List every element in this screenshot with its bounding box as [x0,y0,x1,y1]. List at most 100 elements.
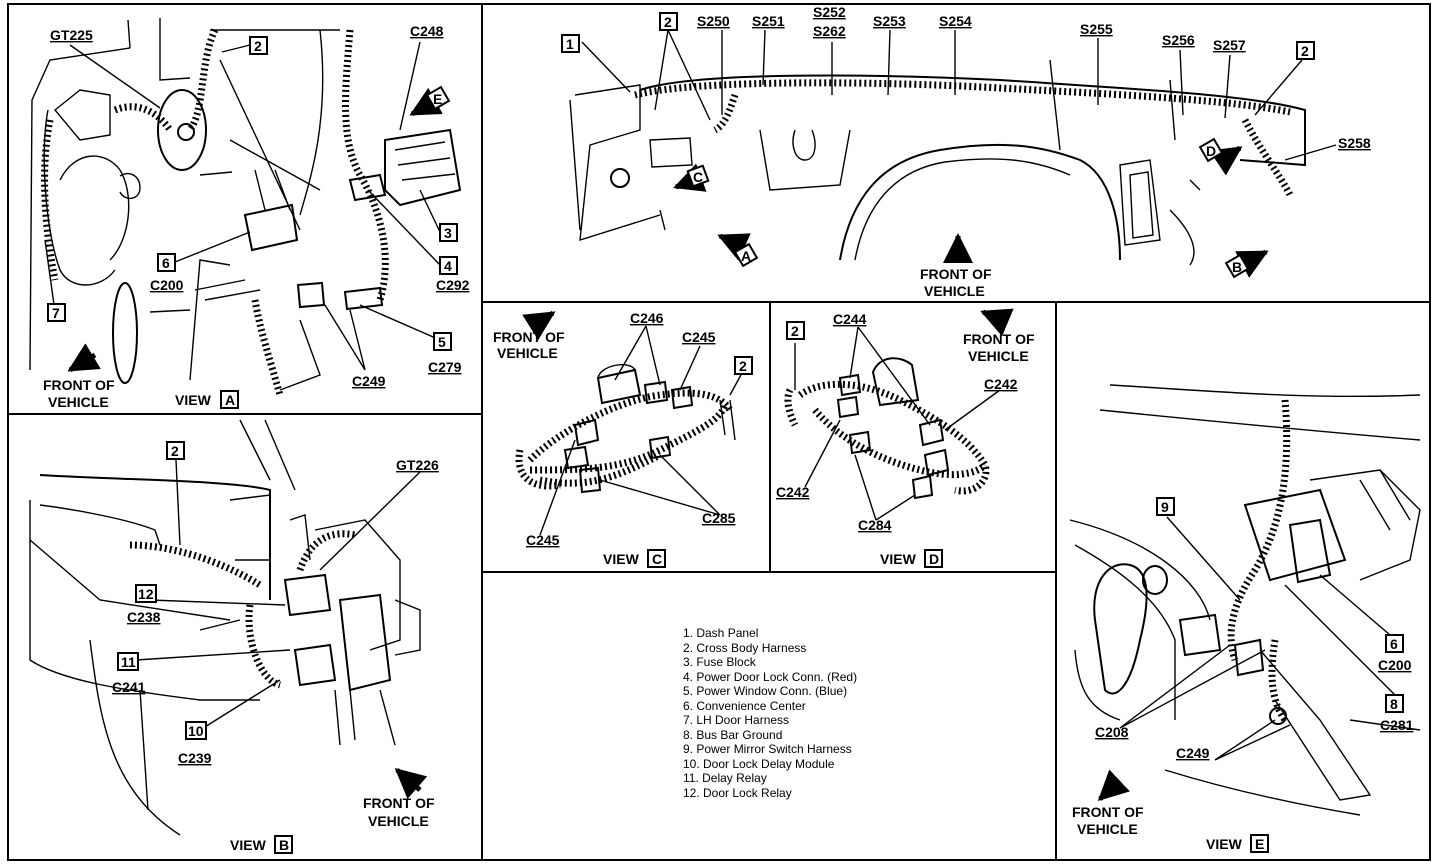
label-c238: C238 [127,609,161,625]
callout-2-b: 2 [166,441,185,460]
svg-text:10: 10 [188,723,204,739]
svg-text:3: 3 [444,225,452,241]
label-s257: S257 [1213,37,1246,53]
label-c245-top: C245 [682,329,716,345]
callout-6: 6 [157,253,176,272]
view-e-title-letter: E [1255,836,1264,852]
svg-text:2: 2 [664,14,672,30]
callout-11: 11 [117,652,139,671]
label-s253: S253 [873,13,906,29]
view-a-arrow-e: E [409,85,451,117]
callout-6-e: 6 [1385,634,1404,653]
callout-12: 12 [135,584,157,603]
callout-10: 10 [185,721,207,740]
svg-text:C: C [693,169,703,185]
main-arrow-c: C [673,163,710,192]
label-s256: S256 [1162,32,1195,48]
svg-text:2: 2 [1301,43,1309,59]
view-a-panel: E [29,18,462,396]
view-b-title-word: VIEW [230,837,267,853]
view-d-front-arrow [980,308,1014,337]
label-c246: C246 [630,310,664,326]
callout-2-right: 2 [1296,41,1315,60]
svg-text:6: 6 [1390,636,1398,652]
main-arrow-d: D [1198,137,1243,176]
label-s252: S252 [813,4,846,20]
label-s250: S250 [697,13,730,29]
svg-text:2: 2 [739,358,747,374]
view-e-labels: 9 6 8 C200 C281 C208 C249 FRONT OF VEHIC… [1072,497,1414,853]
view-e-title-word: VIEW [1206,836,1243,852]
legend-item: 8. Bus Bar Ground [683,728,782,742]
legend-item: 12. Door Lock Relay [683,786,792,800]
label-c242-left: C242 [776,484,810,500]
view-a-front-line1: FRONT OF [43,377,115,393]
view-c-labels: C246 C245 C245 C285 2 FRONT OF VEHICLE V… [493,310,753,568]
legend-item: 11. Delay Relay [683,771,767,785]
legend-item: 4. Power Door Lock Conn. (Red) [683,670,857,684]
label-c208: C208 [1095,724,1129,740]
main-front-line1: FRONT OF [920,266,992,282]
svg-text:1: 1 [566,36,574,52]
label-s251: S251 [752,13,785,29]
label-c279: C279 [428,359,462,375]
view-c-front-line2: VEHICLE [497,345,558,361]
svg-text:A: A [741,248,751,264]
callout-5: 5 [433,332,452,351]
legend-item: 1. Dash Panel [683,626,758,640]
main-panel: A B C D [569,29,1337,279]
label-c249-e: C249 [1176,745,1210,761]
svg-text:D: D [1206,143,1216,159]
view-d-front-line1: FRONT OF [963,331,1035,347]
svg-text:8: 8 [1390,696,1398,712]
label-s255: S255 [1080,21,1113,37]
view-c-front-line1: FRONT OF [493,329,565,345]
label-c281: C281 [1380,717,1414,733]
view-a-front-line2: VEHICLE [48,394,109,410]
view-b-labels: 2 12 11 10 GT226 C238 C241 C239 FRONT OF… [112,441,439,854]
main-arrow-b: B [1224,249,1269,279]
callout-2-d: 2 [786,321,805,340]
view-b-front-line2: VEHICLE [368,813,429,829]
main-arrow-a: A [717,233,759,268]
view-d-front-line2: VEHICLE [968,348,1029,364]
view-d-title-letter: D [929,551,939,567]
label-c292: C292 [436,277,470,293]
label-c200-e: C200 [1378,657,1412,673]
callout-2-left: 2 [659,12,678,31]
label-c249: C249 [352,373,386,389]
view-c-title-word: VIEW [603,551,640,567]
svg-text:2: 2 [171,443,179,459]
svg-text:B: B [1232,259,1242,275]
view-b-panel [29,419,428,836]
main-labels: 1 2 2 S250 S251 S252 S262 S253 S254 S255… [561,4,1371,299]
view-e-front-line1: FRONT OF [1072,804,1144,820]
label-s262: S262 [813,23,846,39]
view-d-title-word: VIEW [880,551,917,567]
svg-text:11: 11 [121,654,136,670]
view-e-front-arrow [1097,769,1130,802]
label-c200: C200 [150,277,184,293]
callout-3: 3 [439,223,458,242]
view-d-panel [784,308,1014,521]
legend: 1. Dash Panel 2. Cross Body Harness 3. F… [683,626,857,800]
callout-9: 9 [1156,497,1175,516]
view-c-title-letter: C [652,551,662,567]
legend-item: 6. Convenience Center [683,699,806,713]
label-c242-right: C242 [984,376,1018,392]
legend-item: 3. Fuse Block [683,655,757,669]
view-e-front-line2: VEHICLE [1077,821,1138,837]
view-a-title-letter: A [225,392,235,408]
view-a-arrow-letter: E [433,91,442,107]
view-e-panel [1069,384,1421,816]
panel-frames [7,3,1431,861]
legend-item: 10. Door Lock Delay Module [683,757,835,771]
callout-4: 4 [439,256,458,275]
view-b-title-letter: B [279,837,289,853]
label-c245-bottom: C245 [526,532,560,548]
label-gt225: GT225 [50,27,93,43]
view-a-front-arrow [67,343,101,373]
legend-item: 5. Power Window Conn. (Blue) [683,684,847,698]
